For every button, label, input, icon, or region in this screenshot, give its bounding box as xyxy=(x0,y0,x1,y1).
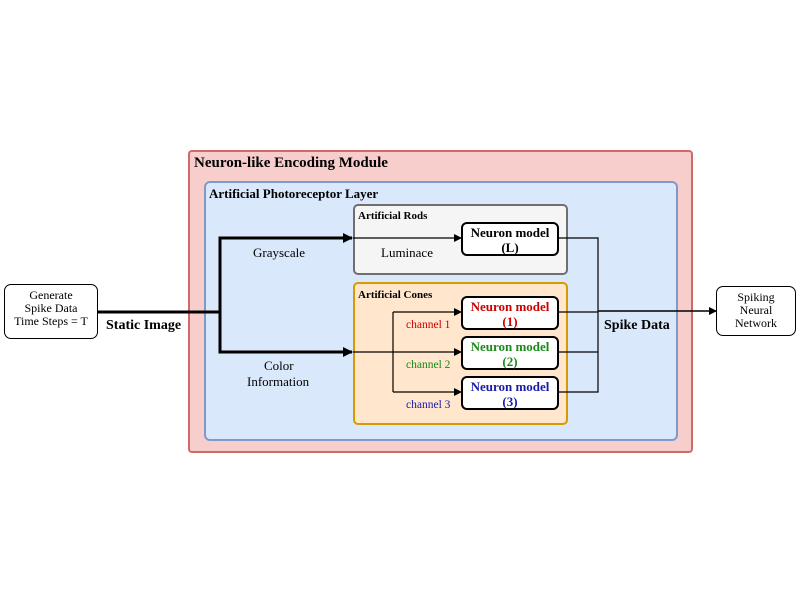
information-label: Information xyxy=(247,374,310,389)
neuron-model-1-title: Neuron model xyxy=(470,299,550,314)
luminace-label: Luminace xyxy=(381,245,433,260)
channel-3-label: channel 3 xyxy=(406,399,451,411)
output-box-line-3: Network xyxy=(735,316,777,330)
color-label: Color xyxy=(264,358,294,373)
generate-spike-data-box: Generate Spike Data Time Steps = T xyxy=(4,284,98,339)
neuron-model-1-index: (1) xyxy=(502,314,518,329)
neuron-model-1: Neuron model (1) xyxy=(461,296,559,330)
spike-data-label: Spike Data xyxy=(604,318,670,333)
spiking-neural-network-box: Spiking Neural Network xyxy=(716,286,796,336)
static-image-label: Static Image xyxy=(106,318,182,333)
layer-title: Artificial Photoreceptor Layer xyxy=(209,186,379,201)
neuron-model-l: Neuron model (L) xyxy=(461,222,559,256)
neuron-model-l-title: Neuron model xyxy=(470,225,550,240)
output-box-line-2: Neural xyxy=(739,303,773,317)
cones-title: Artificial Cones xyxy=(358,289,433,301)
output-box-line-1: Spiking xyxy=(737,290,775,304)
input-box-line-2: Spike Data xyxy=(24,301,78,315)
input-box-line-3: Time Steps = T xyxy=(14,314,88,328)
neuron-model-2-title: Neuron model xyxy=(470,339,550,354)
rods-title: Artificial Rods xyxy=(358,210,428,222)
channel-1-label: channel 1 xyxy=(406,319,451,331)
neuron-model-3-index: (3) xyxy=(502,394,518,409)
module-title: Neuron-like Encoding Module xyxy=(194,155,388,171)
channel-2-label: channel 2 xyxy=(406,359,451,371)
neuron-model-3-title: Neuron model xyxy=(470,379,550,394)
neuron-model-2: Neuron model (2) xyxy=(461,336,559,370)
input-box-line-1: Generate xyxy=(29,288,73,302)
grayscale-label: Grayscale xyxy=(253,245,305,260)
neuron-model-l-index: (L) xyxy=(501,240,519,255)
neuron-model-3: Neuron model (3) xyxy=(461,376,559,410)
neuron-model-2-index: (2) xyxy=(502,354,518,369)
